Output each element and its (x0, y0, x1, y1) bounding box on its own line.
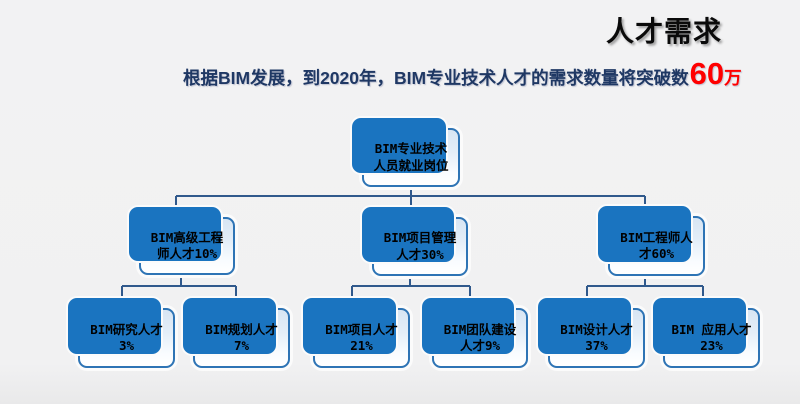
org-node-label: BIM项目人才 21% (325, 321, 398, 353)
org-node-label: BIM设计人才 37% (560, 321, 633, 353)
org-node-team-building: BIM团队建设 人才9% (422, 298, 528, 368)
org-node-project: BIM项目人才 21% (303, 298, 410, 368)
org-node-senior-engineer: BIM高级工程 师人才10% (129, 207, 235, 275)
org-node-planning: BIM规划人才 7% (183, 298, 290, 368)
page-title: 人才需求 (605, 16, 722, 47)
org-node-application: BIM 应用人才 23% (653, 298, 760, 368)
org-node-engineer: BIM工程师人 才60% (598, 206, 705, 276)
org-node-label: BIM团队建设 人才9% (443, 321, 517, 353)
org-node-project-management: BIM项目管理 人才30% (362, 207, 468, 276)
subtitle-text: 根据BIM发展，到2020年，BIM专业技术人才的需求数量将突破数 (183, 68, 689, 88)
org-node-label: BIM工程师人 才60% (620, 229, 693, 261)
org-node-label: BIM规划人才 7% (205, 321, 278, 353)
org-node-research: BIM研究人才 3% (68, 298, 175, 368)
org-node-design: BIM设计人才 37% (538, 298, 645, 368)
org-node-label: BIM专业技术 人员就业岗位 (373, 141, 449, 173)
org-node-label: BIM项目管理 人才30% (383, 230, 457, 262)
org-node-label: BIM 应用人才 23% (671, 321, 752, 353)
org-node-label: BIM高级工程 师人才10% (150, 229, 224, 261)
org-node-label: BIM研究人才 3% (90, 321, 163, 353)
org-node-root: BIM专业技术 人员就业岗位 (352, 118, 460, 187)
subtitle-highlight-unit: 万 (724, 68, 742, 88)
subtitle-highlight-number: 60 (689, 56, 725, 91)
